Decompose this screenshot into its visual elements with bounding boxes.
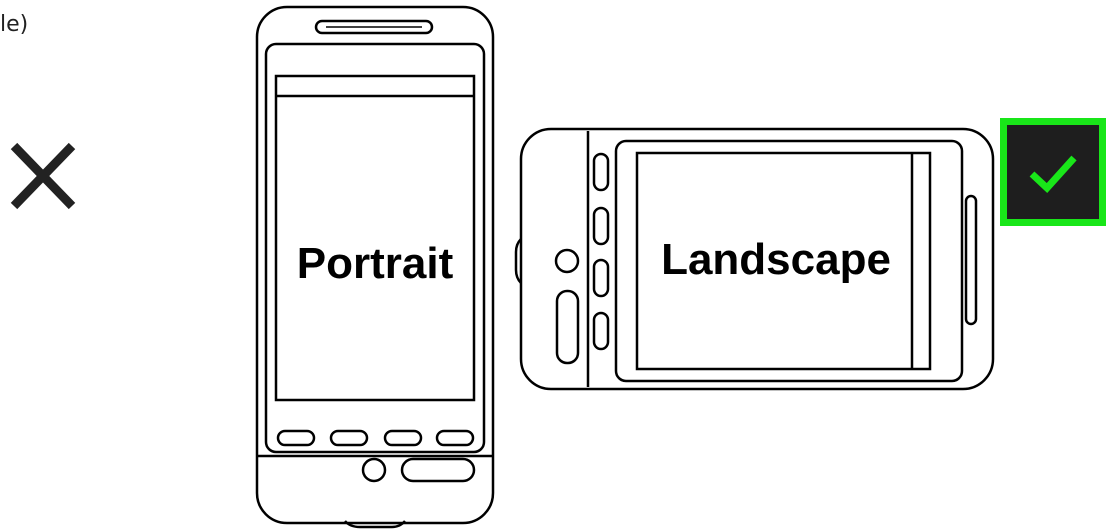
portrait-label: Portrait <box>297 239 454 288</box>
landscape-label: Landscape <box>661 235 891 284</box>
check-icon <box>1007 125 1099 219</box>
accepted-badge <box>1000 118 1106 226</box>
